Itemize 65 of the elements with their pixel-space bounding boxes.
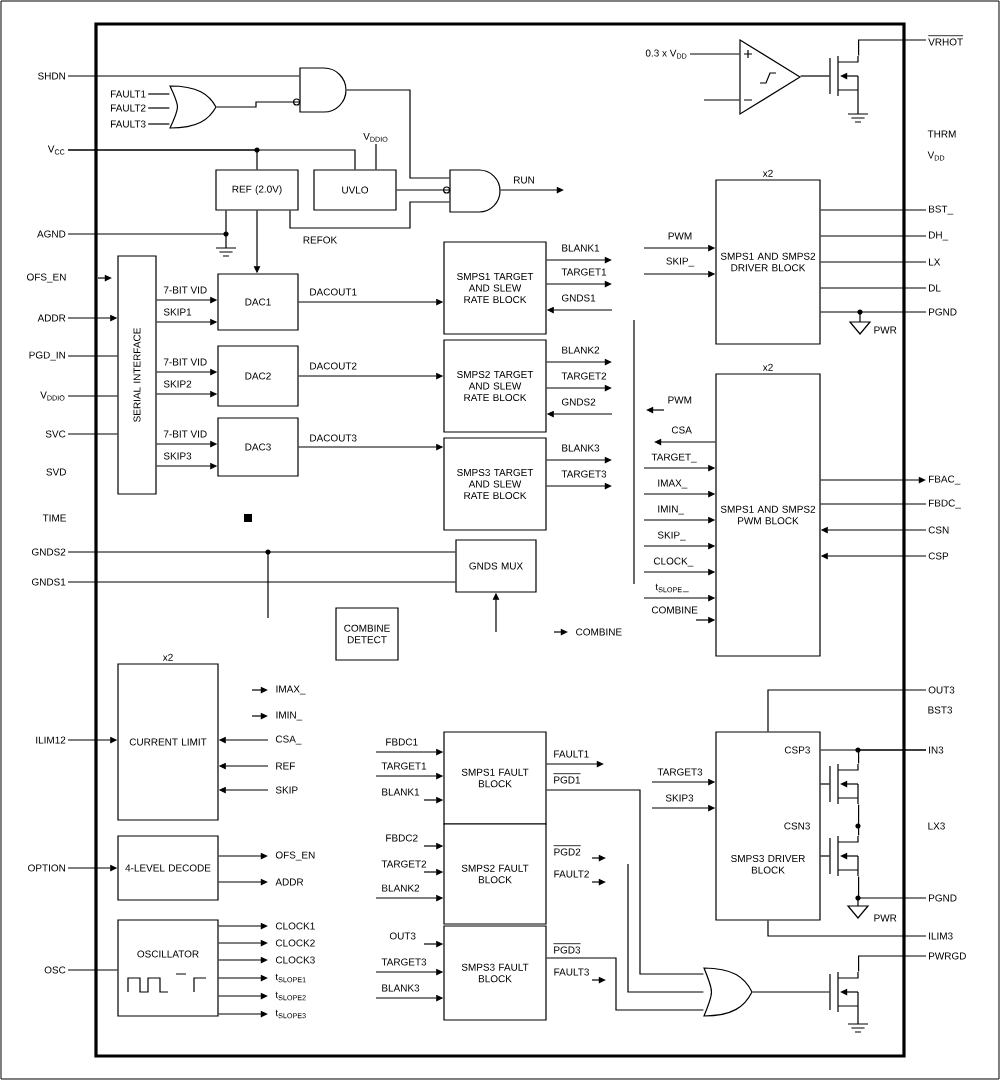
connector <box>858 876 927 899</box>
connector <box>820 311 927 313</box>
connector <box>218 1010 268 1018</box>
connector <box>858 749 927 764</box>
connector <box>218 852 268 860</box>
connector <box>147 93 170 95</box>
connector <box>546 358 612 366</box>
connector <box>218 878 268 886</box>
connector <box>546 482 612 490</box>
connector <box>858 39 927 56</box>
connector <box>858 804 860 836</box>
connector <box>500 186 564 194</box>
connector <box>346 89 450 179</box>
connector <box>218 974 268 982</box>
transistor-symbol <box>829 763 859 805</box>
and-gate-symbol <box>443 169 501 213</box>
connector <box>627 863 704 993</box>
connector <box>218 922 268 930</box>
connector <box>752 991 830 993</box>
connector <box>820 209 927 211</box>
transistor-symbol <box>829 971 859 1013</box>
and-gate-symbol <box>293 67 347 113</box>
connector <box>546 760 604 768</box>
connector <box>767 920 927 937</box>
connector <box>689 53 740 55</box>
connector <box>858 955 927 972</box>
connector <box>218 939 268 947</box>
connector <box>546 384 612 392</box>
connector <box>67 75 300 77</box>
connector <box>67 355 118 357</box>
connector <box>820 287 927 289</box>
connector <box>218 956 268 964</box>
connector <box>767 689 927 732</box>
connector <box>147 107 170 109</box>
connector <box>147 123 170 125</box>
connector <box>396 189 450 191</box>
connector <box>375 143 377 170</box>
transistor-symbol <box>829 835 859 877</box>
connector <box>703 99 740 101</box>
connector <box>67 395 118 397</box>
connector <box>289 201 450 229</box>
connector <box>546 280 612 288</box>
connector <box>820 261 927 263</box>
connector <box>546 957 704 1011</box>
connector <box>67 210 227 235</box>
or-gate-symbol <box>703 967 753 1017</box>
connector <box>820 235 927 237</box>
connector <box>820 503 927 505</box>
connector <box>546 456 612 464</box>
connector <box>67 433 118 435</box>
transistor-symbol <box>829 55 859 97</box>
or-gate-symbol <box>169 85 217 129</box>
connector <box>218 992 268 1000</box>
connector <box>820 855 830 857</box>
connector <box>546 789 704 975</box>
connector <box>67 149 356 170</box>
connector <box>654 438 716 446</box>
connector <box>820 476 926 484</box>
connector <box>820 783 830 785</box>
connector <box>67 551 456 553</box>
connector <box>216 101 300 108</box>
connector <box>800 75 830 77</box>
connector <box>546 256 612 264</box>
connector <box>67 969 118 971</box>
connector <box>67 581 456 583</box>
